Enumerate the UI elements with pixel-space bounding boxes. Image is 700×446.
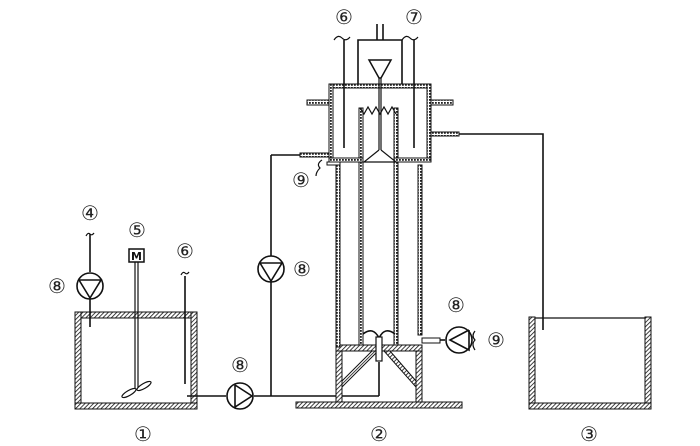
reactor-inner-tube	[358, 107, 399, 346]
bottom-distributor	[362, 330, 396, 362]
label-pump-dosing: ⑧	[48, 274, 66, 298]
label-pump-bottom: ⑧	[447, 293, 465, 317]
bottom-outlet	[421, 330, 476, 351]
stirrer-motor: M	[128, 248, 145, 263]
label-feed-inlet: ④	[81, 201, 99, 225]
pump-bottom[interactable]	[445, 326, 473, 354]
stirrer-shaft	[121, 262, 152, 399]
motor-symbol: M	[131, 250, 142, 263]
label-connector-top: ⑨	[292, 168, 310, 192]
pump-influent[interactable]	[226, 382, 254, 410]
label-gas-outlet: ⑦	[405, 5, 423, 29]
recirculation-line	[270, 154, 300, 396]
label-tank-effluent: ③	[580, 422, 598, 446]
reactor-base-plate	[295, 401, 463, 409]
pump-recirculation[interactable]	[257, 255, 285, 283]
label-pump-influent: ⑧	[231, 353, 249, 377]
label-sampling-top: ⑥	[335, 5, 353, 29]
label-tank-feed: ①	[134, 422, 152, 446]
pump-feed-dosing[interactable]	[76, 272, 104, 300]
dosing-line	[85, 232, 95, 327]
sampling-tube-tank	[180, 271, 190, 384]
recirculation-inlet	[299, 152, 341, 177]
sampling-tube-top	[333, 35, 351, 148]
effluent-tank	[528, 316, 652, 410]
three-phase-separator	[306, 24, 454, 163]
effluent-line	[430, 131, 544, 330]
label-connector-bottom: ⑨	[487, 328, 505, 352]
gas-outlet-tube	[401, 35, 419, 148]
label-reactor: ②	[370, 422, 388, 446]
label-sampling-tank: ⑥	[176, 239, 194, 263]
label-motor: ⑤	[128, 218, 146, 242]
feed-tank	[74, 311, 198, 410]
influent-line	[187, 362, 380, 397]
reactor-outer-column	[335, 164, 423, 348]
label-pump-recirculation: ⑧	[293, 257, 311, 281]
